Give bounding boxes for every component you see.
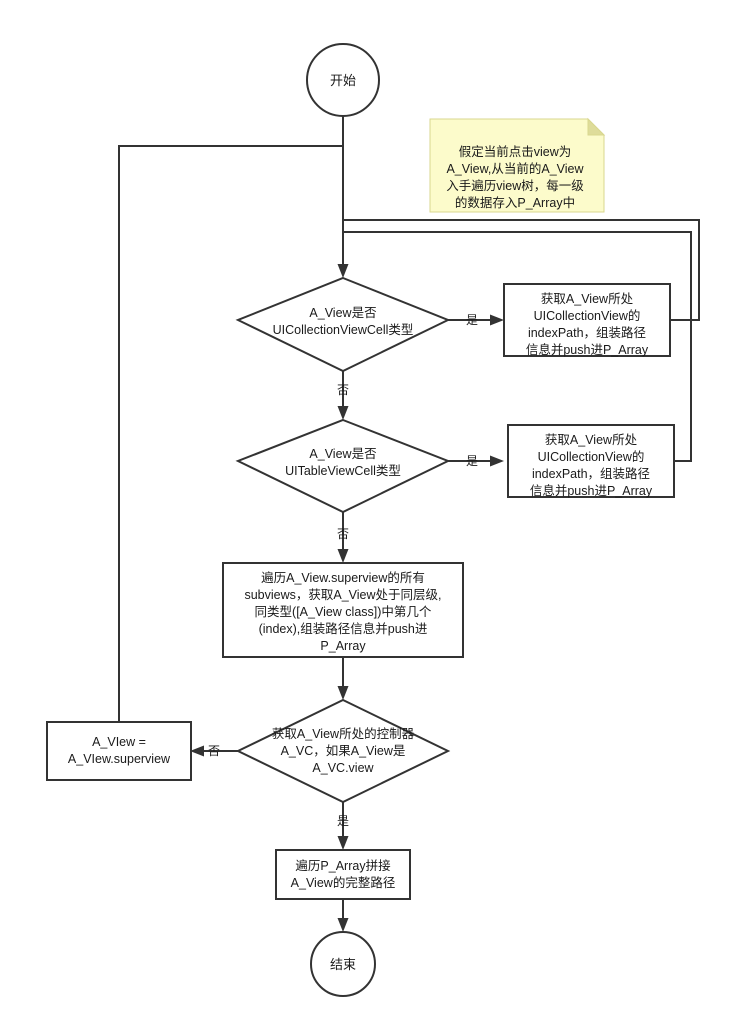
decision-vc-line-2: A_VC，如果A_View是 bbox=[281, 743, 406, 758]
process-subviews-line-2: subviews，获取A_View处于同层级, bbox=[244, 588, 441, 602]
node-process-subviews-traversal[interactable]: 遍历A_View.superview的所有 subviews，获取A_View处… bbox=[222, 562, 464, 658]
process-subviews-line-5: P_Array bbox=[320, 639, 366, 653]
decision-vc-line-3: A_VC.view bbox=[312, 761, 374, 775]
edge-label-yes-table: 是 bbox=[466, 454, 478, 468]
connector-decision-collection-no bbox=[337, 371, 349, 420]
connector-decision-table-no bbox=[337, 512, 349, 563]
edge-label-no-collection: 否 bbox=[337, 383, 349, 397]
connector-concat-to-end bbox=[337, 899, 349, 932]
process-concat-line-2: A_View的完整路径 bbox=[291, 875, 396, 890]
connector-decision-vc-no bbox=[190, 745, 238, 757]
note-line-1: 假定当前点击view为 bbox=[459, 144, 572, 159]
process-table-line-3: indexPath，组装路径 bbox=[532, 466, 650, 481]
connector-decision-collection-yes bbox=[448, 314, 504, 326]
connector-start-to-decision-collection bbox=[337, 116, 349, 278]
decision-table-line-2: UITableViewCell类型 bbox=[285, 464, 401, 478]
process-subviews-line-3: 同类型([A_View class])中第几个 bbox=[255, 604, 432, 619]
connector-process-table-return bbox=[343, 231, 692, 462]
node-note: 假定当前点击view为 A_View,从当前的A_View 入手遍历view树，… bbox=[429, 117, 606, 213]
decision-collection-line-2: UICollectionViewCell类型 bbox=[273, 323, 414, 337]
edge-label-yes-collection: 是 bbox=[466, 313, 478, 327]
process-collection-line-4: 信息并push进P_Array bbox=[526, 342, 649, 357]
process-collection-line-2: UICollectionView的 bbox=[534, 308, 641, 323]
connector-process-collection-return bbox=[343, 219, 700, 321]
process-subviews-line-1: 遍历A_View.superview的所有 bbox=[261, 570, 425, 585]
process-superview-line-2: A_VIew.superview bbox=[68, 752, 171, 766]
node-decision-view-controller[interactable]: 获取A_View所处的控制器 A_VC，如果A_View是 A_VC.view bbox=[235, 698, 451, 804]
node-end[interactable]: 结束 bbox=[310, 931, 376, 997]
connector-decision-table-yes bbox=[448, 455, 504, 467]
note-line-4: 的数据存入P_Array中 bbox=[455, 195, 575, 210]
process-collection-line-1: 获取A_View所处 bbox=[541, 292, 634, 306]
process-collection-line-3: indexPath，组装路径 bbox=[528, 325, 646, 340]
node-process-collection-indexpath[interactable]: 获取A_View所处 UICollectionView的 indexPath，组… bbox=[503, 283, 671, 357]
node-process-concat-path[interactable]: 遍历P_Array拼接 A_View的完整路径 bbox=[275, 849, 411, 900]
process-subviews-line-4: (index),组装路径信息并push进 bbox=[259, 621, 428, 636]
decision-vc-line-1: 获取A_View所处的控制器 bbox=[272, 726, 415, 741]
process-table-line-1: 获取A_View所处 bbox=[545, 433, 638, 447]
process-table-line-4: 信息并push进P_Array bbox=[530, 483, 653, 498]
edge-label-no-vc: 否 bbox=[208, 744, 220, 758]
process-superview-line-1: A_VIew = bbox=[92, 735, 146, 749]
edge-label-no-table: 否 bbox=[337, 527, 349, 541]
node-start[interactable]: 开始 bbox=[306, 43, 380, 117]
connector-superview-loopback bbox=[118, 145, 343, 722]
edge-label-yes-vc: 是 bbox=[337, 814, 349, 828]
node-decision-table-cell[interactable]: A_View是否 UITableViewCell类型 bbox=[235, 418, 451, 514]
process-table-line-2: UICollectionView的 bbox=[538, 449, 645, 464]
process-concat-line-1: 遍历P_Array拼接 bbox=[295, 858, 391, 873]
note-line-2: A_View,从当前的A_View bbox=[446, 161, 584, 176]
connector-decision-vc-yes bbox=[337, 802, 349, 850]
node-end-label: 结束 bbox=[330, 957, 356, 972]
decision-collection-line-1: A_View是否 bbox=[309, 306, 376, 320]
node-start-label: 开始 bbox=[330, 73, 356, 88]
node-process-assign-superview[interactable]: A_VIew = A_VIew.superview bbox=[46, 721, 192, 781]
decision-table-line-1: A_View是否 bbox=[309, 447, 376, 461]
connector-subviews-to-decision-vc bbox=[337, 657, 349, 700]
node-decision-collection-cell[interactable]: A_View是否 UICollectionViewCell类型 bbox=[235, 276, 451, 373]
note-line-3: 入手遍历view树，每一级 bbox=[446, 178, 584, 193]
node-process-table-indexpath[interactable]: 获取A_View所处 UICollectionView的 indexPath，组… bbox=[507, 424, 675, 498]
